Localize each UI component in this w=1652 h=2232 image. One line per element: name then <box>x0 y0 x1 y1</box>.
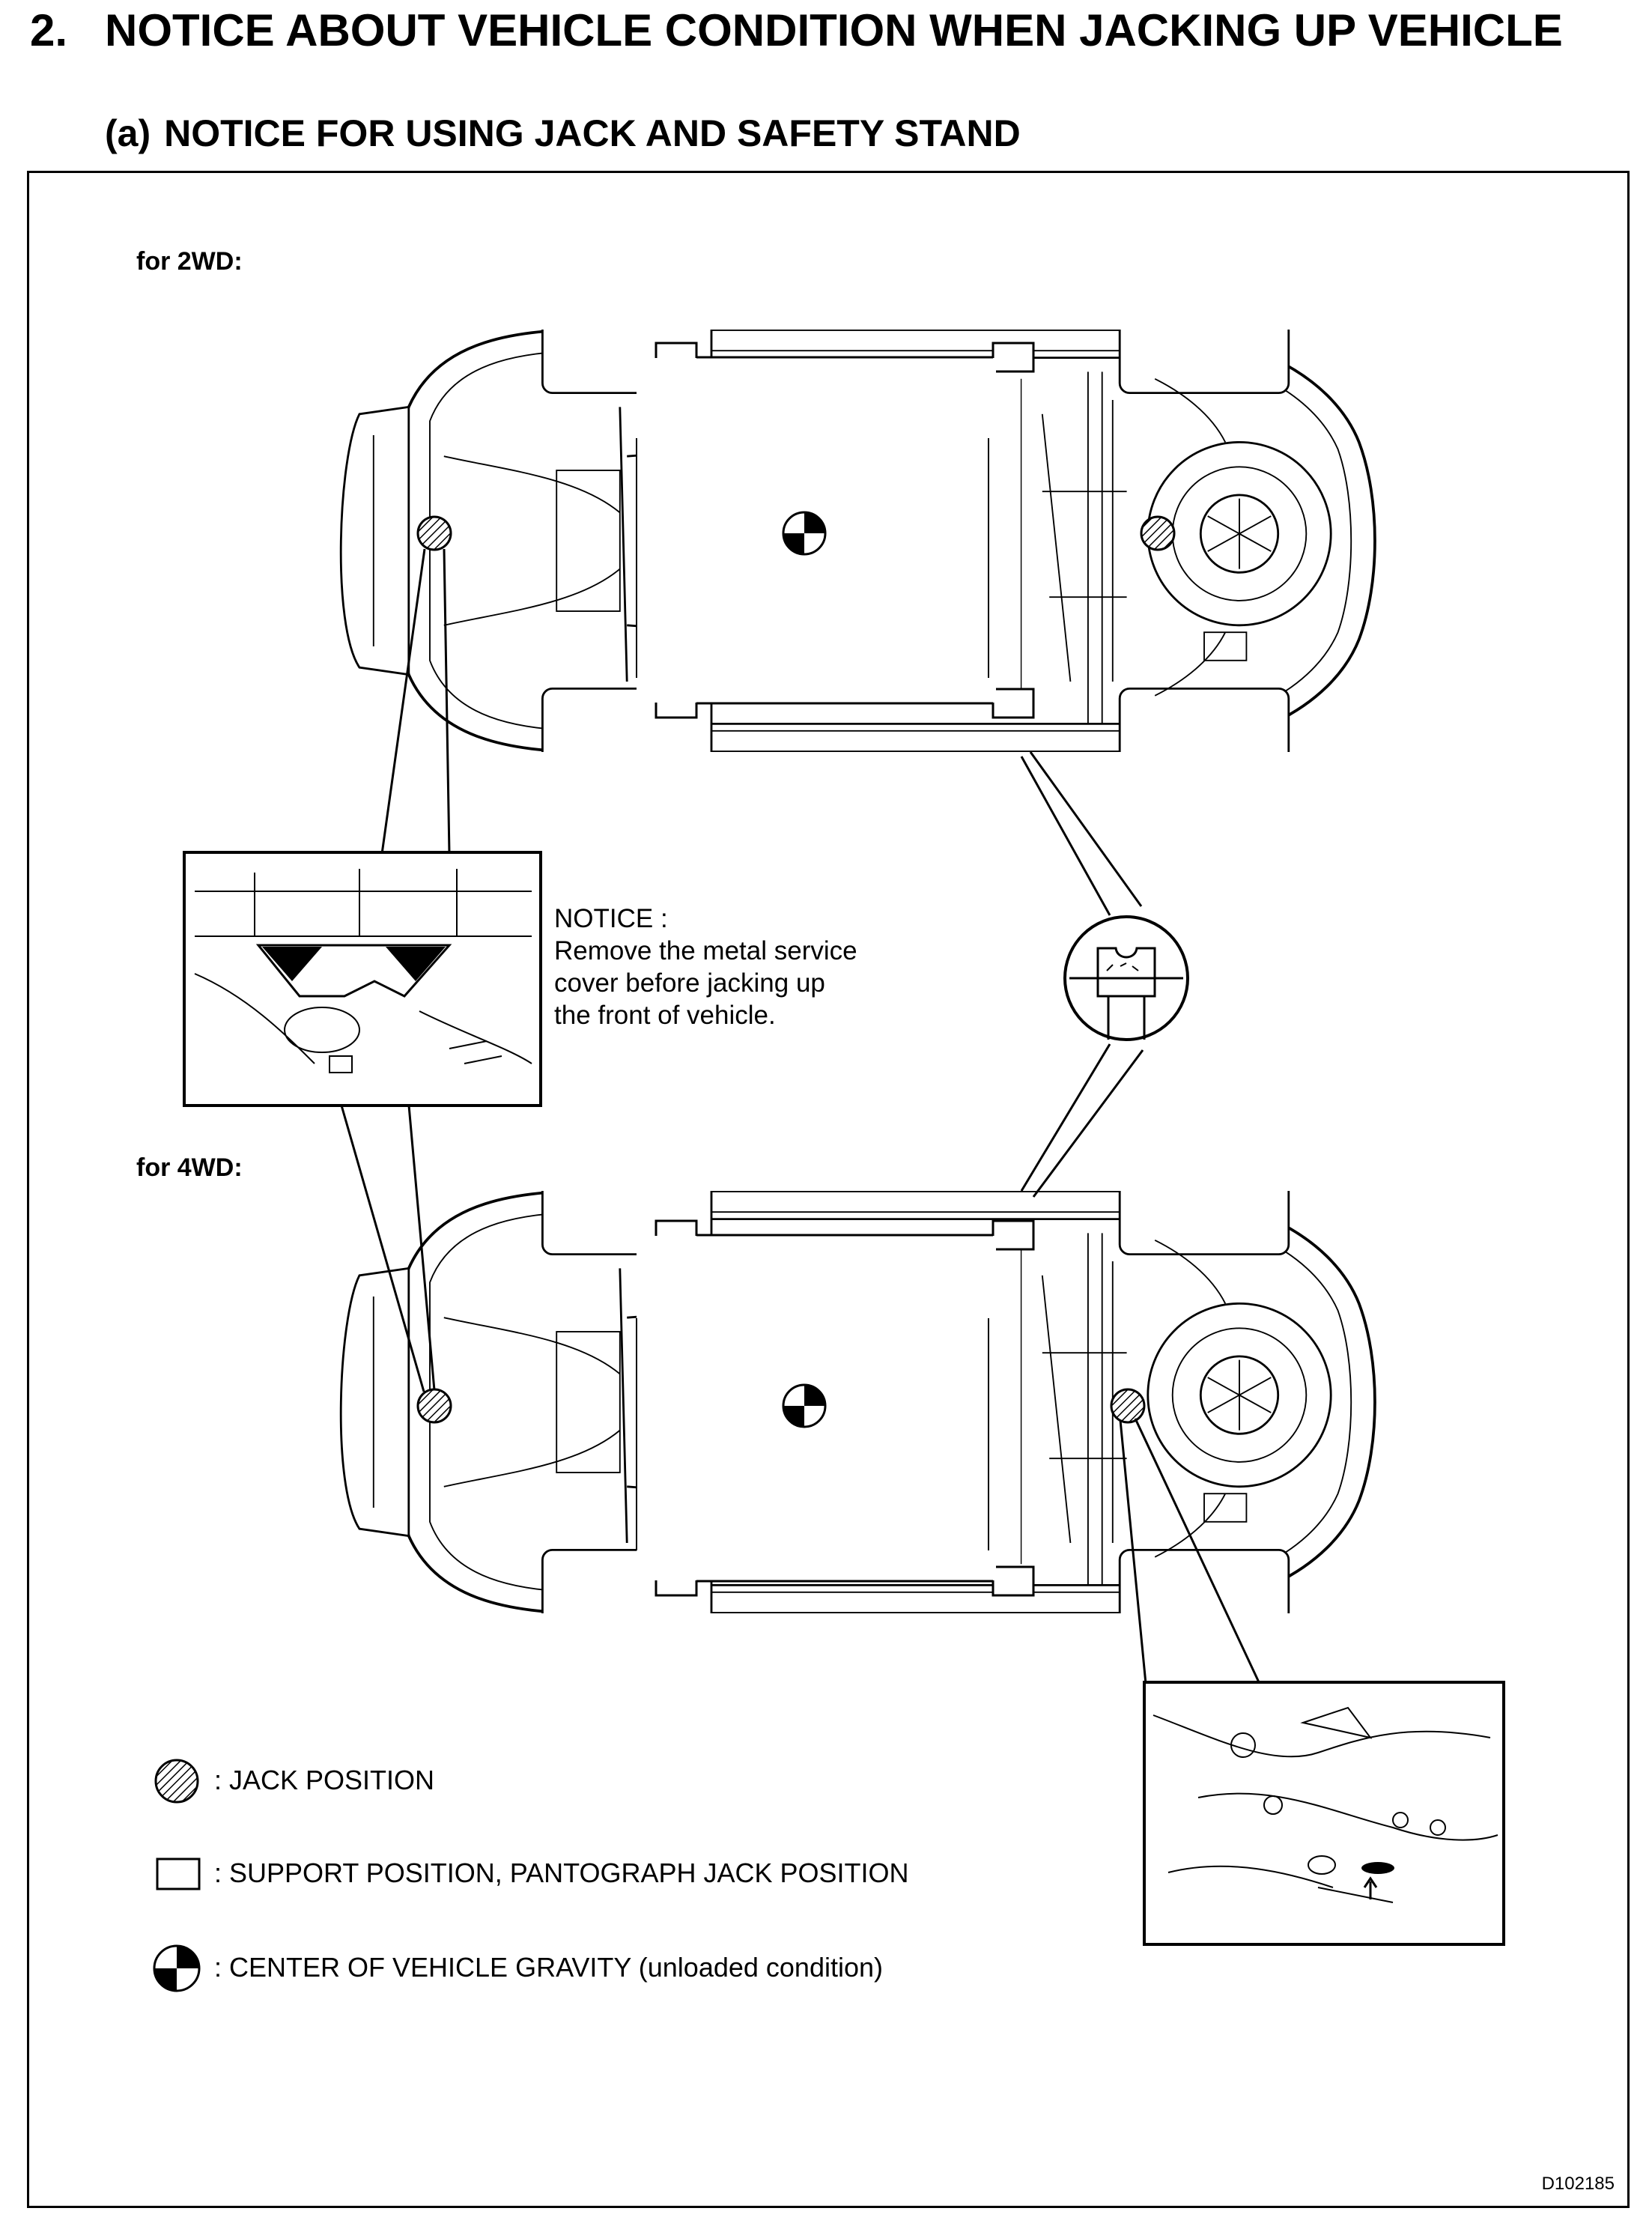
support-position-marker <box>991 1565 1035 1597</box>
notice-heading: NOTICE : <box>554 904 668 933</box>
rectangle-icon <box>156 1858 201 1890</box>
center-gravity-icon <box>153 1944 201 1992</box>
view-label-2wd: for 2WD: <box>136 247 243 276</box>
subsection-heading: (a) NOTICE FOR USING JACK AND SAFETY STAN… <box>105 112 1021 154</box>
legend-support-position: : SUPPORT POSITION, PANTOGRAPH JACK POSI… <box>214 1858 909 1888</box>
legend-jack-position: : JACK POSITION <box>214 1765 435 1795</box>
figure-code: D102185 <box>1541 2174 1615 2194</box>
support-position-marker <box>991 342 1035 373</box>
support-position-detail-callout <box>1063 915 1189 1041</box>
center-of-gravity-marker <box>782 1383 827 1428</box>
subsection-title: NOTICE FOR USING JACK AND SAFETY STAND <box>164 112 1021 154</box>
jack-position-marker <box>416 515 452 551</box>
hatched-circle-icon <box>154 1759 199 1804</box>
section-title: NOTICE ABOUT VEHICLE CONDITION WHEN JACK… <box>105 5 1563 55</box>
jack-position-marker <box>416 1388 452 1424</box>
notice-text: NOTICE : Remove the metal service cover … <box>554 903 857 1031</box>
rear-jack-point-inset <box>1143 1681 1505 1946</box>
notice-line: the front of vehicle. <box>554 1001 776 1030</box>
legend-center-gravity: : CENTER OF VEHICLE GRAVITY (unloaded co… <box>214 1952 884 1983</box>
view-label-4wd: for 4WD: <box>136 1153 243 1182</box>
section-number: 2. <box>30 5 68 55</box>
notice-line: cover before jacking up <box>554 968 825 998</box>
subsection-marker: (a) <box>105 112 151 154</box>
center-of-gravity-marker <box>782 511 827 556</box>
jack-position-marker <box>1140 515 1176 551</box>
notice-line: Remove the metal service <box>554 936 857 965</box>
support-position-marker <box>991 1219 1035 1251</box>
support-position-marker <box>991 688 1035 719</box>
diagram-frame <box>27 171 1630 2208</box>
jack-position-marker <box>1110 1388 1146 1424</box>
service-cover-inset <box>183 851 542 1107</box>
